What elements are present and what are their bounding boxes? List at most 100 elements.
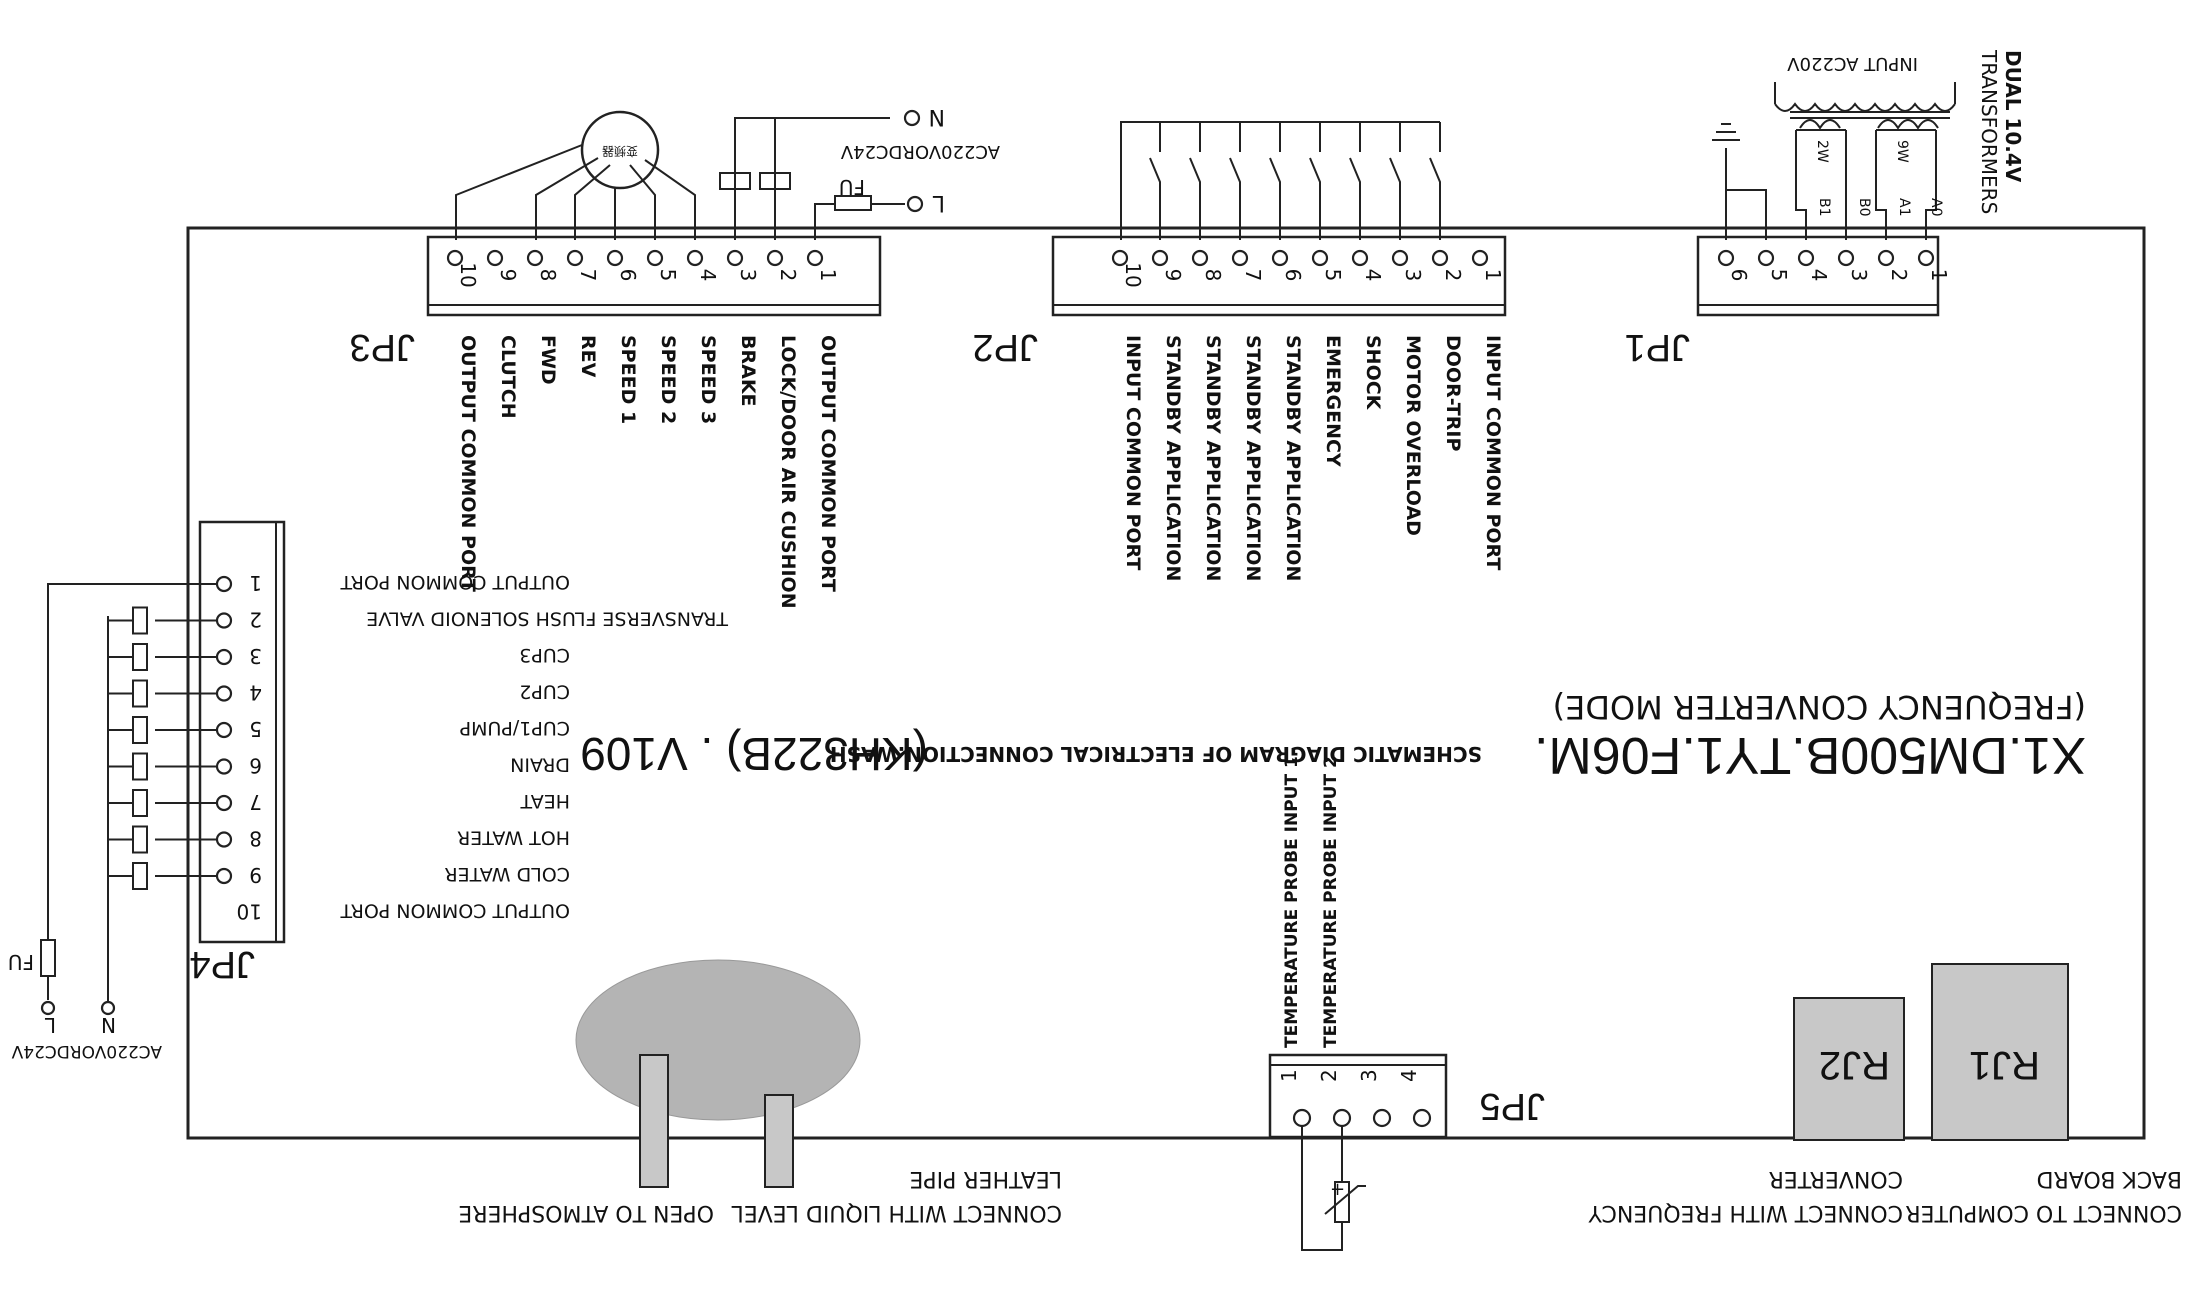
jp1-pin: [1797, 249, 1815, 267]
jp4-pin: [215, 721, 233, 739]
jp4-pin: [215, 575, 233, 593]
transformer-tap-label: B1: [1816, 198, 1832, 217]
rj2-caption-1: CONNECT WITH FREQUENCY: [1588, 1200, 1903, 1225]
jp4-line: L: [44, 1013, 56, 1037]
jp4-pin-label: TRANSVERSE FLUSH SOLENOID VALVE: [366, 608, 729, 630]
jp5-pin-number: 4: [1397, 1069, 1421, 1082]
jp1-pin-number: 5: [1767, 269, 1791, 282]
jp3-name: JP3: [350, 326, 415, 368]
jp3-pin-label: LOCK/DOOR AIR CUSHION: [777, 335, 799, 609]
jp2-pin-label: STANDBY APPLICATION: [1202, 335, 1224, 581]
rj-connectors: RJ1 RJ2 CONNECT TO COMPUTER BACK BOARD C…: [1588, 963, 2182, 1225]
jp4-pin-label: CUP2: [519, 681, 570, 703]
jp5-pin-number: 2: [1317, 1069, 1341, 1082]
jp2-pin-label: INPUT COMMON PORT: [1122, 335, 1144, 570]
atmosphere-pipe: [639, 1054, 669, 1188]
jp4-pin-number: 5: [249, 717, 262, 741]
motor-icon: [580, 110, 660, 190]
board-outline: [186, 226, 2146, 1140]
atmosphere-label: OPEN TO ATMOSPHERE: [458, 1200, 714, 1225]
jp4-pin-number: 9: [249, 863, 262, 887]
switch-icon: [1309, 122, 1321, 240]
jp4-name: JP4: [190, 943, 255, 985]
jp3-pin-label: REV: [577, 335, 599, 378]
thermistor-sign: +: [1330, 1179, 1345, 1200]
jp2-name: JP2: [973, 326, 1038, 368]
jp2-pin: [1191, 249, 1209, 267]
jp3-pin-label: CLUTCH: [497, 335, 519, 419]
jp3-pin: [806, 249, 824, 267]
jp3-pin: [766, 249, 784, 267]
load-icon: [132, 716, 148, 744]
diagram-description: SCHEMATIC DIAGRAM OF ELECTRICAL CONNECTI…: [830, 742, 1482, 766]
rj1-caption-1: CONNECT TO COMPUTER: [1905, 1200, 2182, 1225]
jp1-pin-number: 2: [1887, 269, 1911, 282]
switch-icon: [1229, 122, 1241, 240]
jp2-pin-number: 8: [1201, 269, 1225, 282]
jp2-pin-label: STANDBY APPLICATION: [1162, 335, 1184, 581]
jp3-pin-label: OUTPUT COMMON PORT: [457, 335, 479, 592]
jp3-pin-number: 9: [496, 269, 520, 282]
jp5-pin: [1332, 1108, 1352, 1128]
jp2-pin-number: 4: [1361, 269, 1385, 282]
liquid-level-pipe: [764, 1094, 794, 1188]
load-icon: [132, 643, 148, 671]
jp2-pin-number: 5: [1321, 269, 1345, 282]
rj1-port: [1931, 963, 2069, 1141]
jp3-header: [426, 235, 882, 317]
jp2-header: [1051, 235, 1507, 317]
jp4-pin-number: 6: [249, 754, 262, 778]
jp2-pin: [1151, 249, 1169, 267]
jp4-pin: [215, 831, 233, 848]
jp3-pin: [566, 249, 584, 267]
coil-b-label: 2W: [1814, 140, 1830, 163]
switch-icon: [1389, 122, 1401, 240]
load-icon: [132, 679, 148, 708]
switch-icon: [1149, 122, 1161, 240]
transformer-tap-label: A0: [1928, 198, 1944, 216]
jp4-pin-label: CUP3: [519, 644, 570, 666]
jp5-name: JP5: [1480, 1085, 1545, 1127]
transformer-input-label: INPUT AC220V: [1787, 53, 1918, 74]
jp5-pin-number: 3: [1357, 1069, 1381, 1082]
diagram-variant: (KH322B) . V109: [580, 728, 928, 780]
jp2-pin: [1271, 249, 1289, 267]
jp4-pin-label: HEAT: [520, 790, 570, 812]
jp1-header: [1696, 235, 1940, 317]
jp4-pin: [215, 758, 233, 775]
jp3-pin-number: 7: [576, 269, 600, 282]
jp2-pin-label: EMERGENCY: [1322, 335, 1344, 467]
jp3-pin: [606, 249, 624, 267]
jp2-pin-label: MOTOR OVERLOAD: [1402, 335, 1424, 536]
jp4-pin-label: COLD WATER: [444, 863, 570, 885]
jp3-pin: [726, 249, 744, 267]
rj1-caption-2: BACK BOARD: [2037, 1166, 2182, 1191]
switch-icon: [1429, 122, 1441, 240]
jp5-label-1: TEMPERATURE PROBE INPUT 1: [1282, 756, 1302, 1048]
jp4-neutral: N: [101, 1013, 116, 1037]
jp2-pin-number: 2: [1441, 269, 1465, 282]
transformer-secondary-icon: [1799, 119, 1939, 130]
jp3-supply: AC220VORDC24V: [840, 141, 1000, 162]
jp4-pin: [215, 794, 233, 812]
jp5-header: [1268, 1053, 1448, 1139]
diagram-mode: (FREQUENCY CONVERTER MODE): [1553, 688, 2086, 726]
jp1-pin-number: 4: [1807, 269, 1831, 282]
jp1-pin: [1917, 249, 1935, 267]
jp4-pin: [215, 685, 233, 702]
jp2-pin-number: 1: [1481, 269, 1505, 282]
jp2-pin-number: 3: [1401, 269, 1425, 282]
jp2-pin-number: 10: [1121, 262, 1145, 287]
jp3-fuse: FU: [839, 175, 865, 199]
jp4-pin-number: 4: [249, 681, 262, 705]
jp1-name: JP1: [1625, 326, 1690, 368]
switch-icon: [1189, 122, 1201, 240]
jp5-pin-number: 1: [1277, 1069, 1301, 1082]
jp2-pin: [1111, 249, 1129, 267]
jp1-pin-number: 3: [1847, 269, 1871, 282]
